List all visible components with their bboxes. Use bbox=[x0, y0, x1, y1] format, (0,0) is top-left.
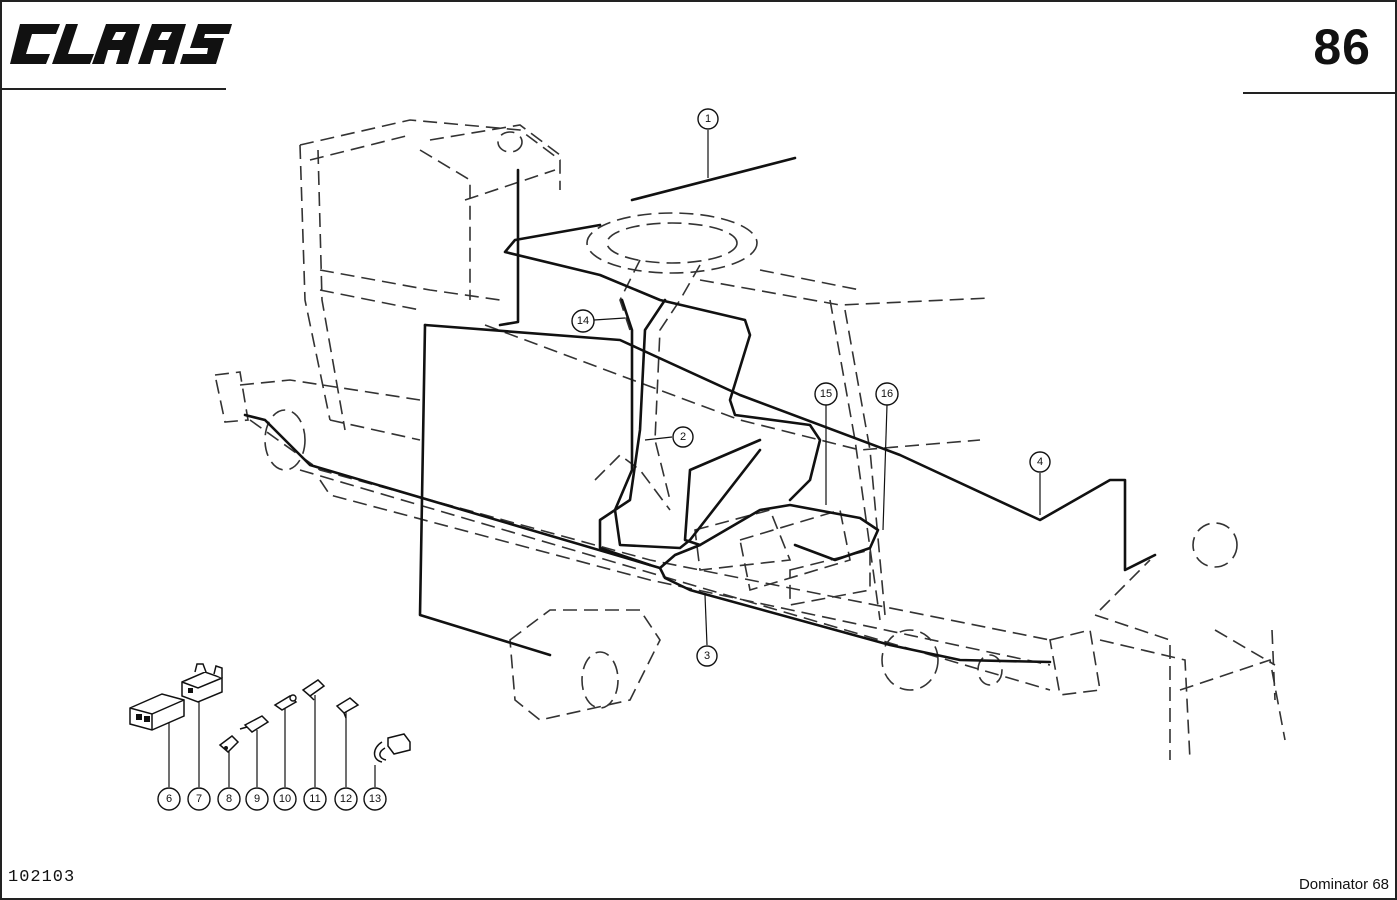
svg-text:12: 12 bbox=[340, 793, 352, 805]
connector-7 bbox=[181, 663, 223, 703]
svg-text:6: 6 bbox=[166, 793, 172, 805]
connector-6 bbox=[129, 693, 185, 731]
harness-14 bbox=[598, 298, 667, 567]
svg-text:13: 13 bbox=[369, 793, 381, 805]
callout-4: 4 bbox=[1029, 451, 1051, 473]
harness-4 bbox=[423, 323, 1157, 572]
cab-outline bbox=[299, 119, 991, 621]
model-label: Dominator 68 bbox=[1298, 876, 1389, 893]
callout-7: 7 bbox=[187, 787, 211, 811]
callout-9: 9 bbox=[245, 787, 269, 811]
wheel-outline bbox=[509, 453, 871, 721]
svg-text:4: 4 bbox=[1037, 456, 1043, 468]
callout-12: 12 bbox=[334, 787, 358, 811]
callout-2: 2 bbox=[672, 426, 694, 448]
svg-text:10: 10 bbox=[279, 793, 291, 805]
terminal-9 bbox=[239, 715, 270, 733]
svg-text:8: 8 bbox=[226, 793, 232, 805]
callout-1: 1 bbox=[697, 108, 719, 130]
callout-8: 8 bbox=[217, 787, 241, 811]
harness-1 bbox=[630, 156, 797, 202]
drawing-number: 102103 bbox=[8, 868, 76, 887]
callout-3: 3 bbox=[696, 645, 718, 667]
claas-logo bbox=[10, 24, 232, 64]
harness-cab-vertical bbox=[498, 168, 520, 327]
callout-16: 16 bbox=[875, 382, 899, 406]
harness-3 bbox=[243, 413, 1052, 664]
header-rule-right bbox=[1243, 92, 1395, 94]
svg-text:2: 2 bbox=[680, 431, 686, 443]
callout-14: 14 bbox=[571, 309, 595, 333]
wiring-harness bbox=[243, 156, 1157, 664]
callouts: 1 2 3 4 6 7 8 9 10 bbox=[157, 108, 1051, 811]
harness-frame-left bbox=[418, 323, 552, 657]
callout-11: 11 bbox=[303, 787, 327, 811]
svg-text:9: 9 bbox=[254, 793, 260, 805]
leader-lines bbox=[168, 130, 1041, 787]
terminal-11 bbox=[301, 679, 326, 701]
harness-15 bbox=[683, 438, 880, 562]
callout-10: 10 bbox=[273, 787, 297, 811]
svg-text:15: 15 bbox=[820, 388, 832, 400]
relay-13 bbox=[373, 733, 411, 763]
terminal-12 bbox=[335, 697, 360, 719]
svg-text:3: 3 bbox=[704, 650, 710, 662]
harness-steering bbox=[503, 223, 822, 502]
steering-wheel-outline bbox=[586, 212, 758, 501]
callout-6: 6 bbox=[157, 787, 181, 811]
connector-parts bbox=[129, 663, 411, 763]
svg-text:16: 16 bbox=[881, 388, 893, 400]
svg-text:11: 11 bbox=[309, 793, 320, 805]
svg-text:1: 1 bbox=[705, 113, 711, 125]
svg-text:7: 7 bbox=[196, 793, 202, 805]
header-rule-left bbox=[2, 88, 226, 90]
callout-15: 15 bbox=[814, 382, 838, 406]
svg-text:14: 14 bbox=[577, 315, 589, 327]
page-number: 86 bbox=[1313, 19, 1371, 75]
terminal-10 bbox=[273, 694, 298, 711]
callout-13: 13 bbox=[363, 787, 387, 811]
terminal-8 bbox=[218, 735, 240, 754]
